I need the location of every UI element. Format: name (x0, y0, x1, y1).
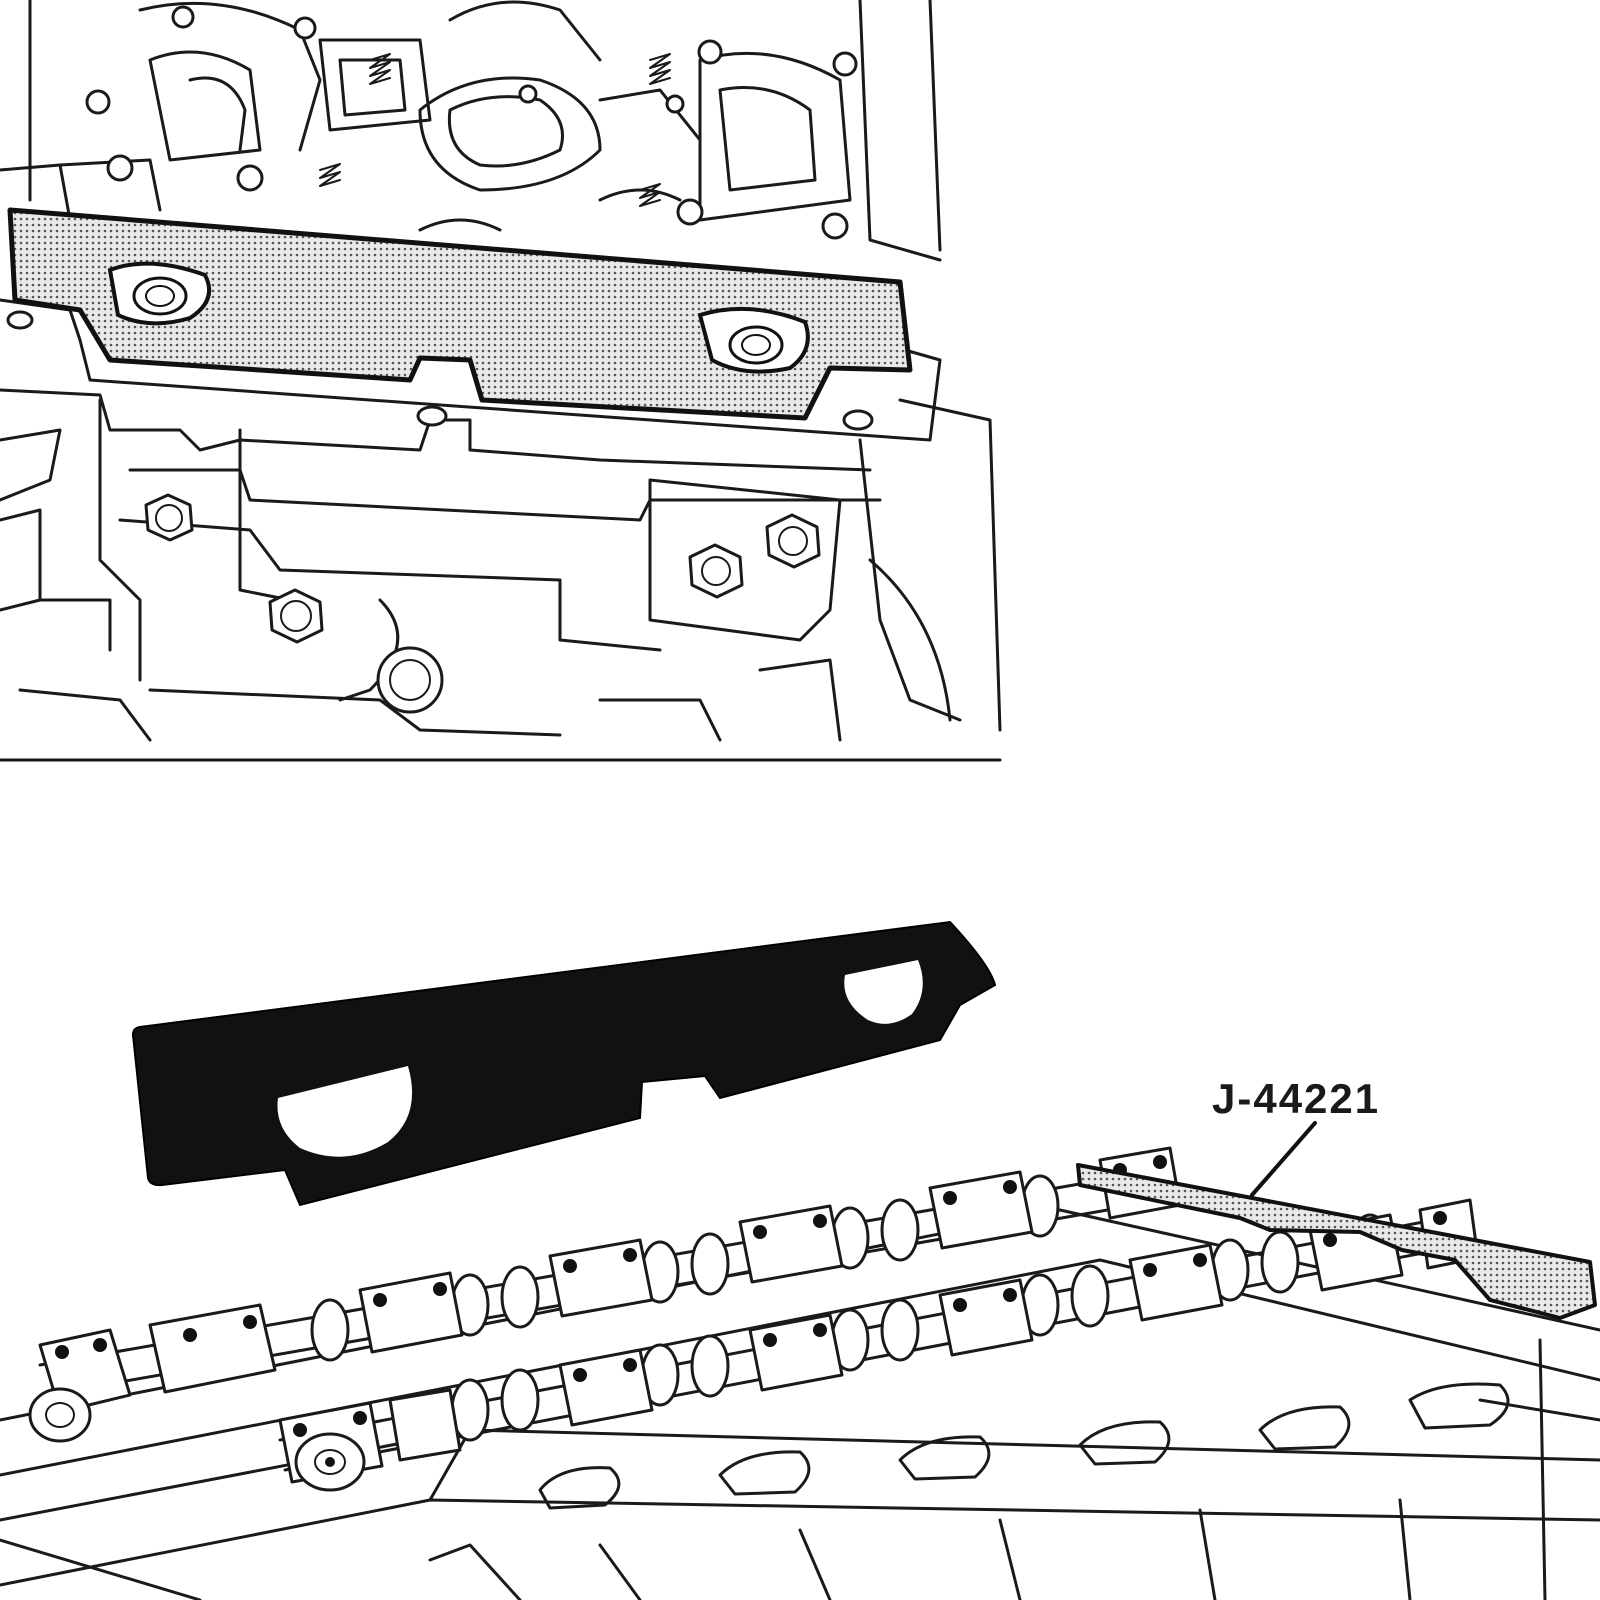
tool-callout: J-44221 (1212, 1075, 1380, 1197)
callout-leader-line (1250, 1121, 1317, 1197)
callout-label-j-44221: J-44221 (1212, 1075, 1380, 1122)
top-engine-closeup-illustration (0, 0, 1002, 762)
camshaft-holding-tool-photo (131, 920, 997, 1207)
top-installed-tool (7, 207, 913, 421)
bottom-installed-tool (1076, 1163, 1597, 1320)
bottom-engine-camshaft-illustration (0, 1146, 1600, 1600)
